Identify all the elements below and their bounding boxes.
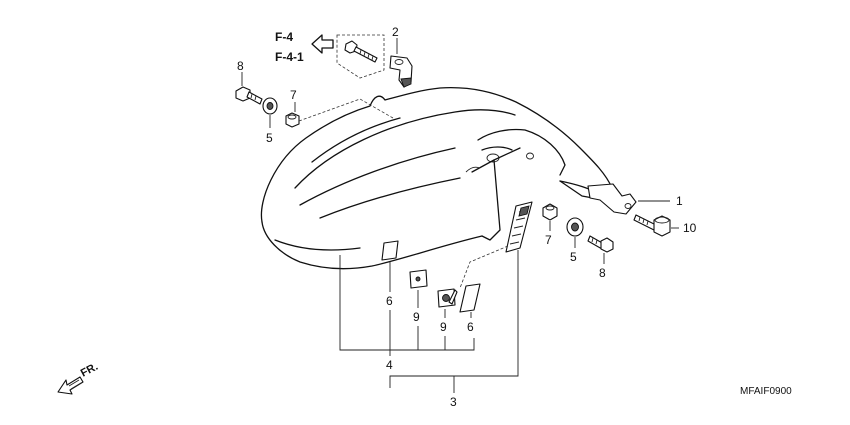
collar-part-7-right — [542, 203, 558, 221]
label-part-10[interactable]: 10 — [683, 221, 697, 235]
clip-part-9-left — [409, 269, 428, 289]
bolt-part-10 — [633, 214, 671, 237]
diagram-code: MFAIF0900 — [740, 386, 792, 397]
label-part-5-left[interactable]: 5 — [266, 131, 273, 145]
label-part-6-left[interactable]: 6 — [386, 294, 393, 308]
bolt-part-8-right — [587, 235, 614, 253]
clip-part-9-right — [437, 288, 458, 308]
plate-part-3 — [505, 201, 533, 253]
label-part-4[interactable]: 4 — [386, 358, 393, 372]
front-direction-arrow-icon — [57, 376, 84, 395]
label-part-6-right[interactable]: 6 — [467, 320, 474, 334]
washer-part-5-left — [262, 97, 278, 115]
label-part-5-right[interactable]: 5 — [570, 250, 577, 264]
ref-code-f4[interactable]: F-4 — [275, 30, 293, 44]
collar-part-7-left — [285, 112, 300, 128]
label-part-3[interactable]: 3 — [450, 395, 457, 409]
reference-arrow-icon — [311, 34, 334, 54]
washer-part-5-right — [566, 217, 584, 237]
label-part-7-right[interactable]: 7 — [545, 233, 552, 247]
install-line-left — [298, 98, 394, 122]
pad-part-6-right — [459, 283, 481, 313]
label-part-2[interactable]: 2 — [392, 25, 399, 39]
label-part-9-left[interactable]: 9 — [413, 310, 420, 324]
reference-bolt-box — [336, 34, 385, 79]
reference-arrow-group: F-4 F-4-1 — [275, 30, 334, 64]
front-fender-body — [260, 87, 623, 270]
install-line-plate — [459, 245, 509, 289]
ref-code-f4-1[interactable]: F-4-1 — [275, 50, 304, 64]
front-direction-label: FR. — [79, 361, 100, 380]
bracket-part-1 — [587, 183, 637, 215]
pad-part-6-left — [381, 240, 399, 261]
label-part-8-right[interactable]: 8 — [599, 266, 606, 280]
label-part-9-right[interactable]: 9 — [440, 320, 447, 334]
label-part-8-left[interactable]: 8 — [237, 59, 244, 73]
leader-4-frame — [339, 255, 475, 351]
reference-bolt-icon — [344, 40, 378, 63]
leader-4-ticks — [389, 310, 446, 350]
clamp-part-2 — [389, 55, 413, 88]
label-part-7-left[interactable]: 7 — [290, 88, 297, 102]
leader-3 — [389, 250, 519, 388]
label-part-1[interactable]: 1 — [676, 194, 683, 208]
bolt-part-8-left — [235, 86, 263, 105]
